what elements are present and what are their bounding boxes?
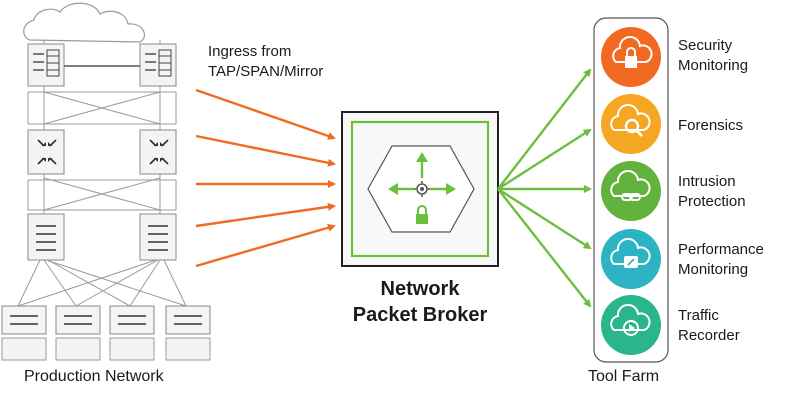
tool-label-line2: Monitoring [678, 57, 749, 74]
ingress-label-line1: Ingress from [208, 43, 292, 60]
tool-intrusion-circle [601, 161, 661, 221]
packet-broker-label-line1: Network [380, 278, 460, 300]
ingress-arrow-5 [195, 223, 336, 268]
production-network-label: Production Network [24, 368, 164, 385]
ingress-arrow-2 [195, 134, 336, 167]
cloud-shape [23, 2, 145, 43]
tool-label-line1: Performance [678, 241, 764, 258]
router-left [27, 129, 65, 175]
access-switch-4 [165, 305, 211, 361]
tool-label-line1: Traffic [678, 307, 719, 324]
tool-label-line1: Security [678, 37, 733, 54]
egress-arrow-1 [497, 68, 592, 190]
egress-arrow-5 [497, 188, 592, 308]
ingress-arrows [195, 88, 336, 268]
tool-performance-circle [601, 229, 661, 289]
router-right [139, 129, 177, 175]
tool-label-line2: Protection [678, 193, 746, 210]
ingress-arrow-1 [195, 88, 336, 140]
tool-label-performance: Performance Monitoring [678, 240, 764, 280]
firewall-switch-left [27, 43, 65, 87]
tool-farm-label: Tool Farm [588, 368, 660, 385]
tool-label-traffic: Traffic Recorder [678, 306, 740, 346]
egress-arrows [497, 68, 592, 308]
lock-icon [416, 205, 428, 224]
switch-left [27, 213, 65, 261]
packet-broker-box [341, 111, 499, 267]
access-switch-1 [1, 305, 47, 361]
egress-arrow-2 [497, 128, 592, 191]
gear-icon [414, 181, 430, 197]
tool-forensics-circle [601, 94, 661, 154]
tool-label-line2: Monitoring [678, 261, 749, 278]
packet-broker-label: Network Packet Broker [320, 276, 520, 328]
tool-label-line1: Forensics [678, 117, 744, 134]
access-switch-3 [109, 305, 155, 361]
tool-label-intrusion: Intrusion Protection [678, 172, 746, 212]
switch-right [139, 213, 177, 261]
packet-broker-label-line2: Packet Broker [352, 304, 488, 326]
tool-traffic-circle [601, 295, 661, 355]
ingress-label-line2: TAP/SPAN/Mirror [208, 63, 324, 80]
ingress-label: Ingress from TAP/SPAN/Mirror [208, 42, 323, 82]
access-switch-2 [55, 305, 101, 361]
ingress-arrow-4 [195, 202, 336, 228]
tool-security-circle [601, 27, 661, 87]
tool-label-forensics: Forensics [678, 116, 743, 136]
tool-label-line1: Intrusion [678, 173, 736, 190]
tool-label-line2: Recorder [678, 327, 740, 344]
egress-arrow-4 [497, 187, 592, 250]
tool-label-security: Security Monitoring [678, 36, 748, 76]
firewall-switch-right [139, 43, 177, 87]
